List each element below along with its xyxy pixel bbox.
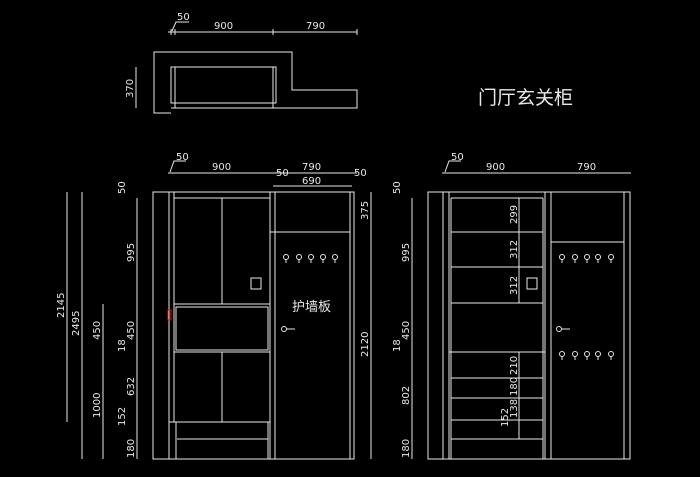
dim: 450: [92, 321, 103, 340]
dim: 50: [176, 152, 189, 163]
hook-icon: [283, 254, 289, 263]
dim: 138: [509, 399, 520, 418]
hook-icon: [608, 351, 614, 360]
dim: 312: [509, 276, 520, 295]
dim: 152: [117, 407, 128, 426]
plan-view: 50 900 790 370: [125, 12, 358, 114]
plan-leader: [171, 21, 189, 32]
leader: [169, 160, 186, 173]
dim: 375: [360, 201, 371, 220]
dim: 450: [401, 321, 412, 340]
hook-icon: [572, 254, 578, 263]
dim: 50: [117, 181, 128, 194]
hook-icon: [308, 254, 314, 263]
dim: 632: [126, 377, 137, 396]
coat-hooks-upper: [559, 254, 614, 263]
dim: 900: [212, 162, 231, 173]
dim: 450: [126, 321, 137, 340]
plan-dim-370: 370: [125, 79, 136, 98]
open-niche: [173, 303, 271, 353]
coat-hooks: [283, 254, 338, 263]
hook-icon: [559, 351, 565, 360]
dim: 299: [509, 205, 520, 224]
plan-dim-900: 900: [214, 21, 233, 32]
dim: 152: [500, 408, 511, 427]
dim: 50: [392, 181, 403, 194]
dim: 1000: [92, 393, 103, 418]
plan-inner-box: [170, 66, 277, 104]
dim: 312: [509, 240, 520, 259]
side-outline: [427, 191, 631, 460]
dim: 18: [117, 339, 128, 352]
hook-icon: [296, 254, 302, 263]
hook-icon: [559, 254, 565, 263]
switch-box: [250, 277, 262, 290]
dim: 50: [354, 168, 367, 179]
dim: 180: [401, 439, 412, 458]
dim: 180: [126, 439, 137, 458]
dim: 18: [392, 339, 403, 352]
key-icon: [281, 326, 295, 332]
hook-icon: [595, 254, 601, 263]
front-elevation: 护墙板 50 900 790 50 690 50 2145 2495 450 1…: [56, 152, 372, 460]
dim: 900: [486, 162, 505, 173]
plan-dim-50: 50: [177, 12, 190, 23]
dim: 2120: [360, 332, 371, 357]
hook-icon: [595, 351, 601, 360]
front-outline: [152, 191, 355, 460]
dim: 50: [451, 152, 464, 163]
coat-hooks-lower: [559, 351, 614, 360]
dim: 2145: [56, 293, 67, 318]
open-niche-inner: [175, 306, 269, 351]
hook-icon: [584, 254, 590, 263]
handle-marker: [167, 309, 172, 321]
switch-box: [526, 277, 538, 290]
dim: 180: [509, 377, 520, 396]
dim: 790: [577, 162, 596, 173]
dim: 995: [126, 243, 137, 262]
dim: 210: [509, 356, 520, 375]
dim: 790: [302, 162, 321, 173]
hook-icon: [608, 254, 614, 263]
key-icon: [556, 326, 570, 332]
dim: 802: [401, 386, 412, 405]
hook-icon: [572, 351, 578, 360]
plan-outline: [153, 51, 358, 114]
dim: 50: [276, 168, 289, 179]
dim: 2495: [71, 311, 82, 336]
drawing-title: 门厅玄关柜: [478, 87, 573, 109]
panel-label: 护墙板: [292, 300, 331, 315]
hook-icon: [584, 351, 590, 360]
plan-dim-790: 790: [306, 21, 325, 32]
dim: 995: [401, 243, 412, 262]
interior-elevation: 299 312 312 210 180 138 152 50 900 790: [392, 152, 631, 460]
hook-icon: [332, 254, 338, 263]
dim: 690: [302, 176, 321, 187]
leader: [444, 160, 461, 173]
hook-icon: [320, 254, 326, 263]
